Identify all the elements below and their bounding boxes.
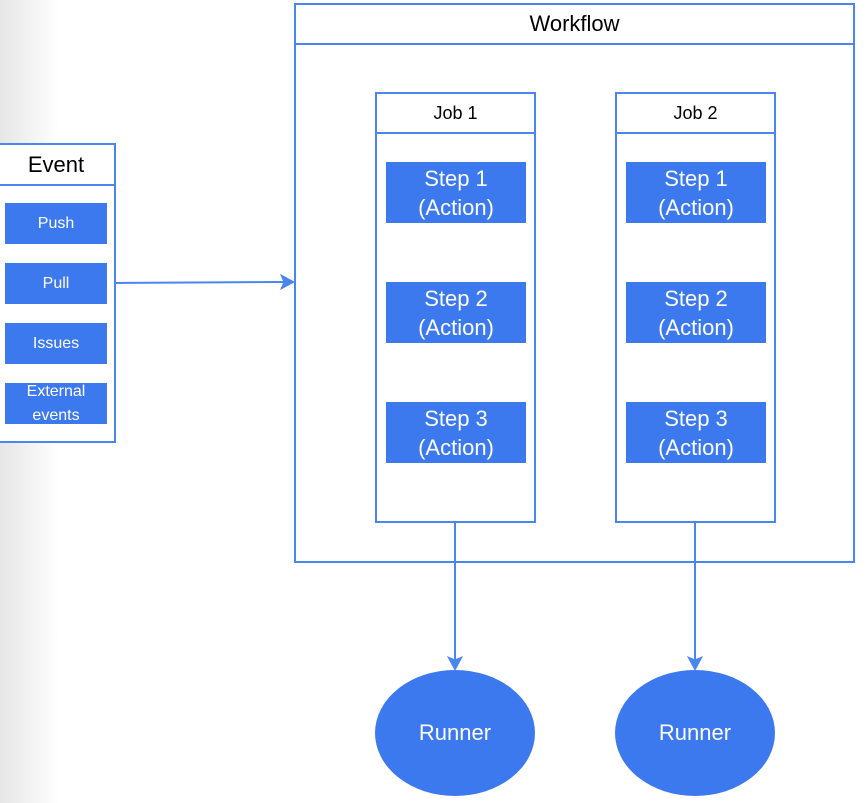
job-1-step-1: Step 1 (Action) bbox=[386, 162, 526, 223]
workflow-header: Workflow bbox=[296, 5, 853, 45]
job-header-1: Job 1 bbox=[377, 94, 534, 134]
job-title-2: Job 2 bbox=[673, 102, 718, 123]
event-header: Event bbox=[0, 145, 114, 186]
event-item-external-events: External events bbox=[5, 383, 107, 424]
event-title: Event bbox=[27, 151, 85, 177]
event-item-issues: Issues bbox=[5, 323, 107, 364]
job-box-2: Job 2 Step 1 (Action) Step 2 (Action) St… bbox=[615, 92, 776, 523]
job-title-1: Job 1 bbox=[433, 102, 478, 123]
event-to-workflow-arrowhead bbox=[279, 273, 296, 291]
event-item-push: Push bbox=[5, 203, 107, 244]
job-1-step-3: Step 3 (Action) bbox=[386, 402, 526, 463]
job-box-1: Job 1 Step 1 (Action) Step 2 (Action) St… bbox=[375, 92, 536, 523]
job-1-to-runner-arrowhead bbox=[446, 655, 464, 672]
event-item-pull: Pull bbox=[5, 263, 107, 304]
event-to-workflow-arrow bbox=[115, 281, 285, 284]
event-box: Event Push Pull Issues External events bbox=[0, 143, 116, 443]
job-2-step-1: Step 1 (Action) bbox=[626, 162, 766, 223]
job-1-step-2: Step 2 (Action) bbox=[386, 282, 526, 343]
job-2-step-3: Step 3 (Action) bbox=[626, 402, 766, 463]
job-header-2: Job 2 bbox=[617, 94, 774, 134]
job-2-step-2: Step 2 (Action) bbox=[626, 282, 766, 343]
workflow-title: Workflow bbox=[529, 11, 620, 36]
job-2-to-runner-arrowhead bbox=[686, 655, 704, 672]
runner-1: Runner bbox=[375, 670, 535, 796]
runner-2: Runner bbox=[615, 670, 775, 796]
